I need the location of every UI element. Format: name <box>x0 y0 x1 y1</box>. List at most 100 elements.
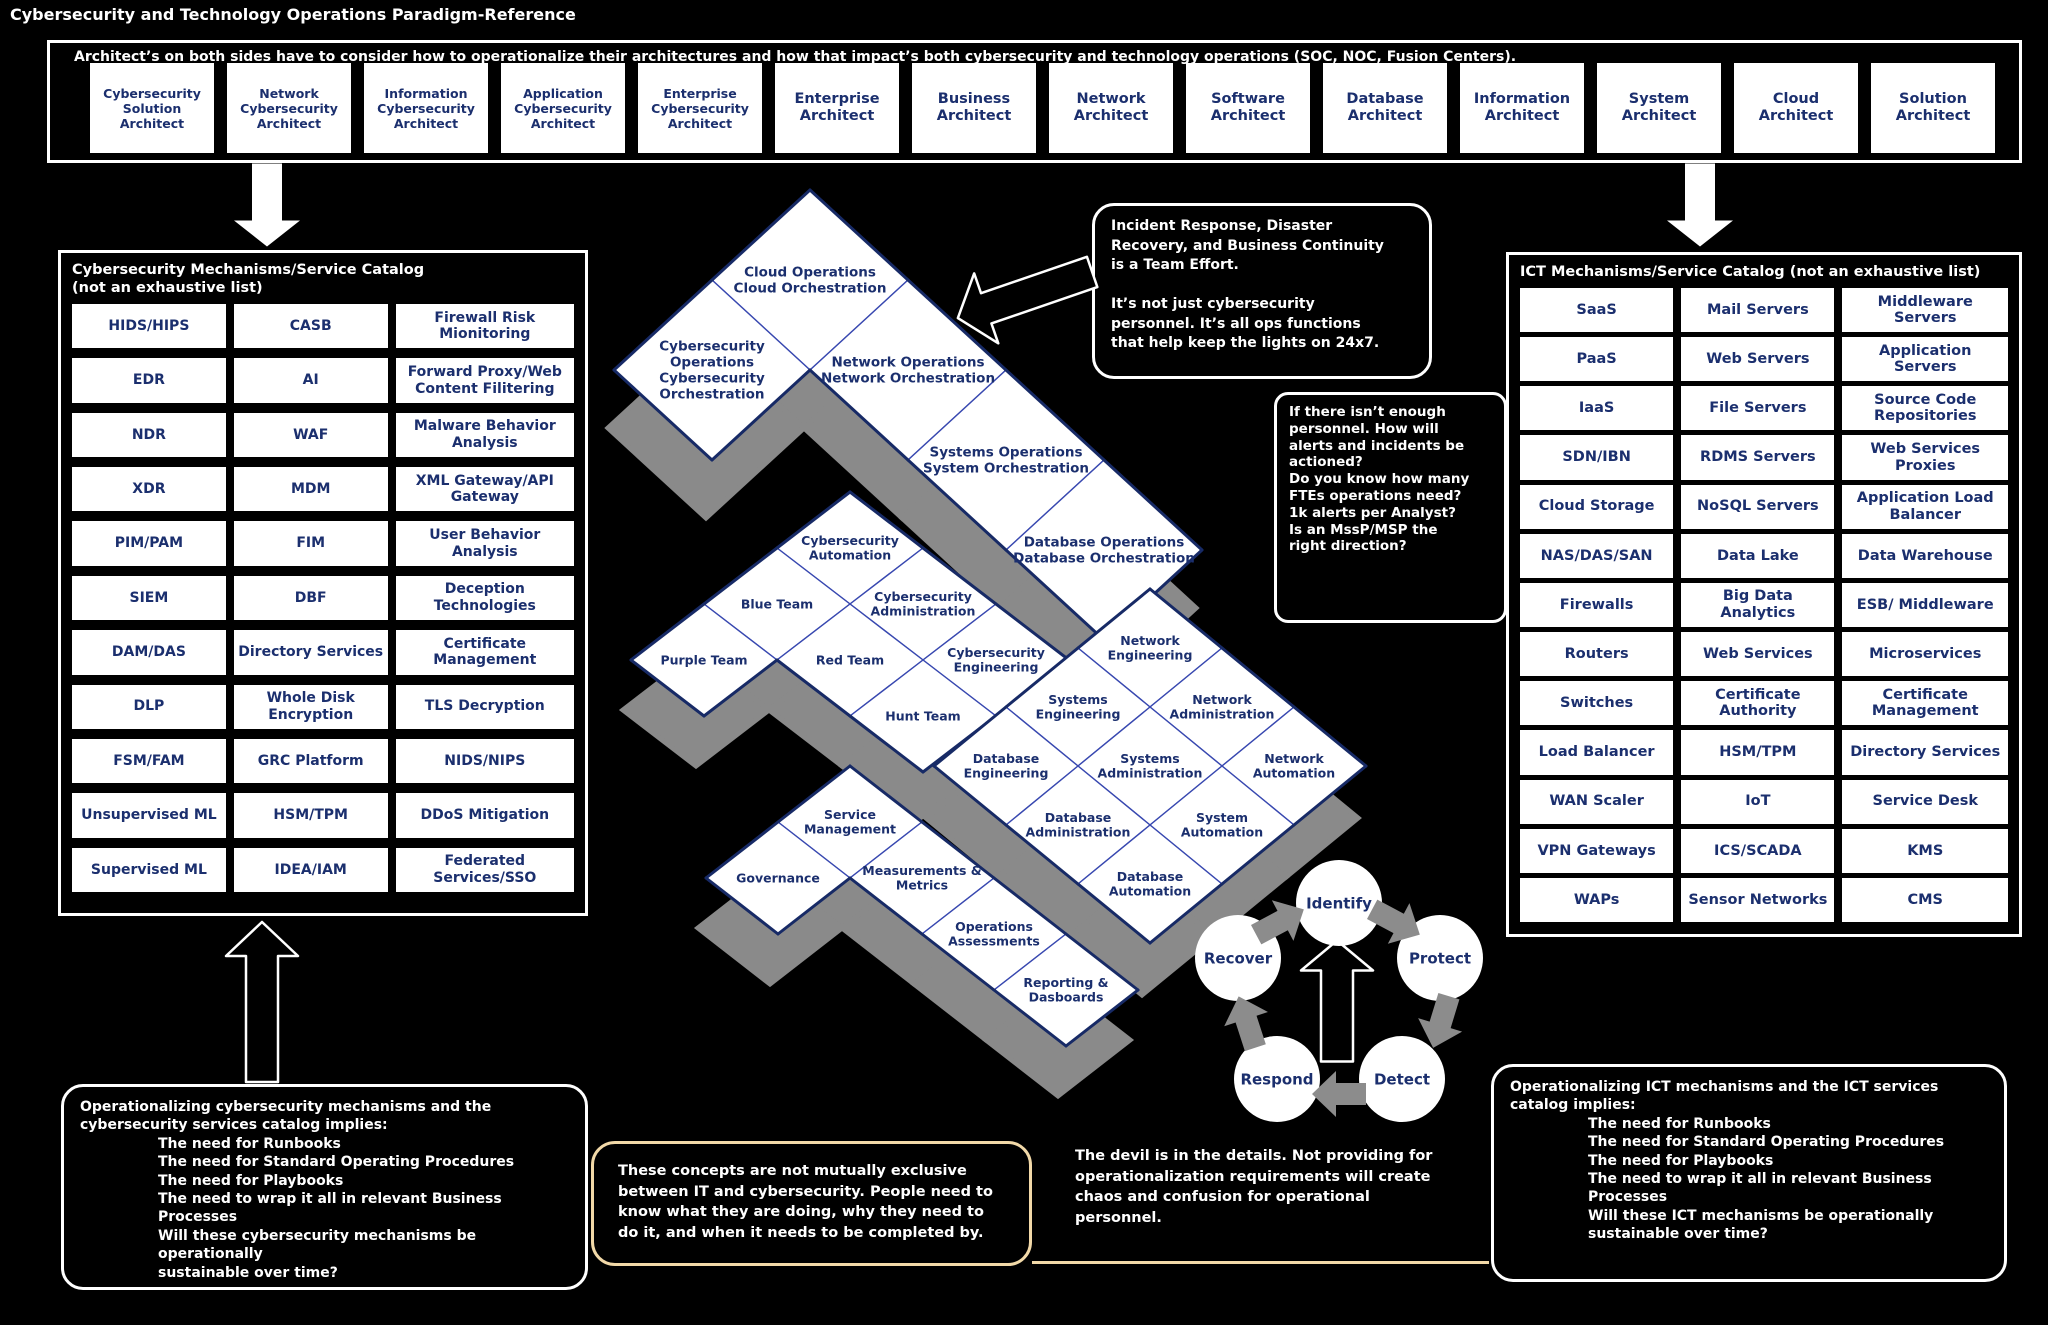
architect-box-label: Database <box>1346 91 1424 107</box>
diamond-cell-cybersecurity-automation <box>775 491 925 605</box>
cyber-catalog-item-idea-iam: IDEA/IAM <box>233 847 388 892</box>
cyber-catalog-item-dam-das: DAM/DAS <box>72 630 226 675</box>
cyber-catalog-item-hsm-tpm: HSM/TPM <box>233 793 388 838</box>
diamond-cell-network-administration <box>1148 647 1296 767</box>
diamond-outline-edge <box>710 368 812 462</box>
ict-catalog-item-middleware-servers: Middleware Servers <box>1842 288 2008 333</box>
callout-line: between IT and cybersecurity. People nee… <box>618 1183 993 1200</box>
callout-line: do it, and when it needs to be completed… <box>618 1224 984 1241</box>
architect-box-label: Information <box>384 85 468 101</box>
diamond-cell-service-management <box>776 765 924 879</box>
diamond-outline-edge <box>1292 705 1368 768</box>
architect-box-label: Enterprise <box>794 91 880 107</box>
diamond-outline-edge <box>808 188 910 282</box>
nist-cycle-arrow-1 <box>1366 899 1420 944</box>
architect-box-label: Business <box>937 91 1011 107</box>
callout-line: personnel. <box>1075 1209 1162 1226</box>
nist-circle <box>1359 1036 1445 1122</box>
callout-line: These concepts are not mutually exclusiv… <box>618 1163 967 1179</box>
callout-line: Operationalizing ICT mechanisms and the … <box>1510 1079 1939 1095</box>
diamond-cell-operations-assessments <box>920 877 1068 991</box>
concepts-note-box: These concepts are not mutually exclusiv… <box>591 1141 1032 1266</box>
ict-catalog-item-paas: PaaS <box>1520 337 1674 382</box>
architect-box-label: Cybersecurity <box>514 100 612 116</box>
diamond-outline-edge <box>906 278 1008 372</box>
diamond-cell-system-automation <box>1148 765 1296 885</box>
cyber-catalog-item-siem: SIEM <box>72 575 226 621</box>
nist-cycle-step-detect: Detect <box>1359 1036 1445 1122</box>
architect-box-label: Architect <box>1758 108 1834 124</box>
ict-catalog-item-certificate-management: Certificate Management <box>1842 681 2008 726</box>
ict-catalog-item-web-services: Web Services <box>1681 632 1835 677</box>
diamond-outline-edge <box>921 714 998 774</box>
arrow-callout-to-ict-catalog <box>1299 939 1375 1063</box>
diamond-cell-database-engineering <box>932 706 1080 826</box>
arrow-callout-to-cyber-catalog <box>224 920 300 1084</box>
architect-box-label: Network <box>1076 91 1146 107</box>
cyber-catalog-item-waf: WAF <box>233 412 388 458</box>
diamond-shadow <box>702 244 906 432</box>
diamond-outline-edge <box>906 458 1008 552</box>
diamond-shadow <box>800 334 1004 522</box>
diamond-outline-edge <box>1004 646 1080 709</box>
nist-circle <box>1296 860 1382 946</box>
ict-catalog-item-routers: Routers <box>1520 632 1674 677</box>
diamond-cell-cybersecurity-administration <box>848 547 998 661</box>
diamond-shadow <box>994 696 1146 822</box>
nist-cycle-step-respond: Respond <box>1234 1036 1320 1122</box>
ict-catalog-item-cloud-storage: Cloud Storage <box>1520 484 1674 529</box>
architect-box-label: Cybersecurity <box>240 100 338 116</box>
ict-catalog-item-switches: Switches <box>1520 681 1674 726</box>
cybersecurity-catalog-panel: Cybersecurity Mechanisms/Service Catalog… <box>58 250 588 916</box>
diamond-outline-edge <box>776 764 852 824</box>
diamond-outline-edge <box>1076 882 1152 945</box>
ict-catalog-item-web-servers: Web Servers <box>1681 337 1835 382</box>
nist-cycle-arrow-0 <box>1250 900 1304 945</box>
diamond-label-reporting-dasboards: Reporting &Dasboards <box>1023 975 1108 1005</box>
diamond-shadow <box>994 814 1146 940</box>
diamond-cell-red-team <box>775 603 925 717</box>
diamond-label-red-team: Red Team <box>816 652 884 667</box>
ict-catalog-item-application-servers: Application Servers <box>1842 337 2008 382</box>
cyber-catalog-item-xdr: XDR <box>72 467 226 512</box>
diamond-outline-edge <box>848 490 925 550</box>
diamond-outline-edge <box>702 658 779 718</box>
cyber-catalog-item-federated-services-sso: Federated Services/SSO <box>395 847 574 892</box>
diamond-outline-edge <box>1220 823 1296 886</box>
nist-cycle-arrow-3 <box>1312 1071 1366 1117</box>
ict-catalog-item-application-load-balancer: Application Load Balancer <box>1842 484 2008 529</box>
cyber-catalog-item-deception-technologies: Deception Technologies <box>395 575 574 621</box>
diamond-outline-edge <box>710 188 812 282</box>
diamond-cell-reporting-dasboards <box>992 933 1140 1047</box>
callout-line: personnel. It’s all ops functions <box>1111 315 1361 332</box>
diamond-shadow <box>909 924 1063 1044</box>
callout-line: chaos and confusion for operational <box>1075 1189 1370 1205</box>
architect-box-label: System <box>1628 91 1690 107</box>
page-title: Cybersecurity and Technology Operations … <box>10 5 576 24</box>
architect-box-label: Software <box>1211 91 1285 107</box>
nist-cycle-arrow-2 <box>1418 992 1463 1048</box>
diamond-cell-purple-team <box>629 603 779 717</box>
diamond-outline-edge <box>808 368 910 462</box>
ict-catalog-item-cms: CMS <box>1842 877 2008 922</box>
nist-circle-label: Respond <box>1240 1071 1313 1089</box>
concepts-note-text: These concepts are not mutually exclusiv… <box>618 1161 993 1243</box>
callout-line: is a Team Effort. <box>1111 257 1239 273</box>
diamond-cell-blue-team <box>702 547 852 661</box>
cyber-catalog-item-malware-behavior-analysis: Malware Behavior Analysis <box>395 412 574 458</box>
nist-circle-label: Protect <box>1409 950 1471 968</box>
architect-box-label: Architect <box>1073 108 1149 124</box>
callout-line: personnel. How will <box>1289 420 1439 437</box>
callout-line: The need to wrap it all in relevant Busi… <box>158 1191 502 1208</box>
diamond-outline-edge <box>704 876 780 936</box>
